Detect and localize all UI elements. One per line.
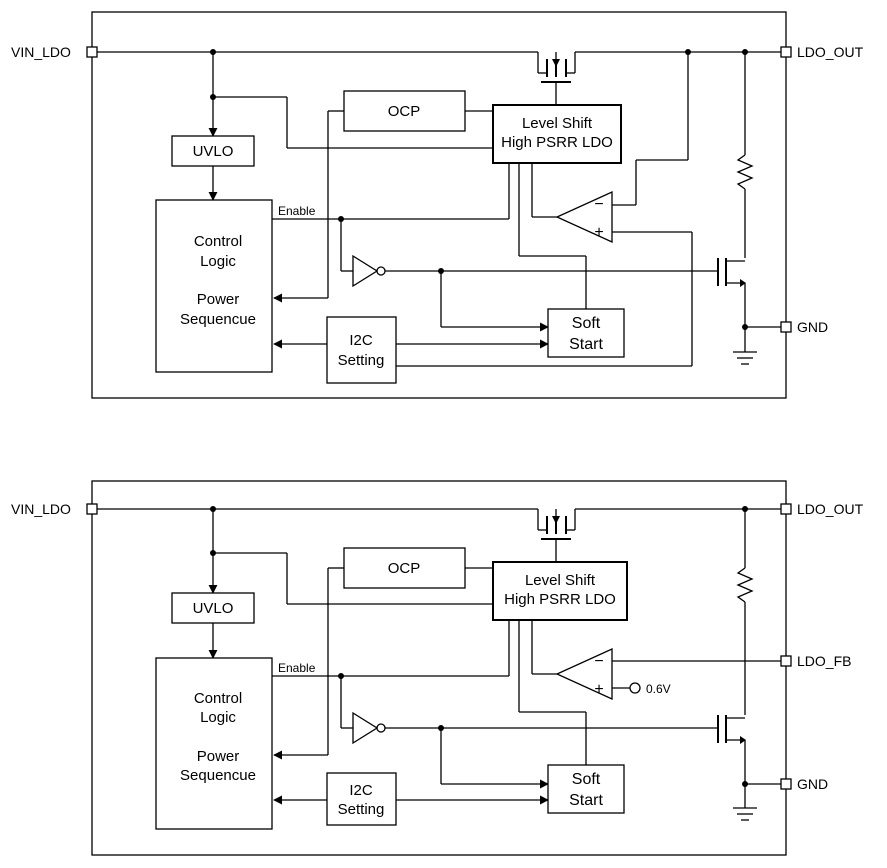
- bottom-fb-label: LDO_FB: [797, 653, 851, 669]
- bottom-nmos: [717, 715, 746, 744]
- bottom-uvlo-block: [171, 592, 255, 624]
- top-out-label: LDO_OUT: [797, 44, 864, 60]
- bottom-inverter: [352, 711, 386, 745]
- top-enable-label: Enable: [278, 204, 316, 218]
- top-error-amp: − +: [555, 190, 613, 244]
- bottom-pass-pmos: [537, 509, 576, 562]
- bottom-amp-minus: −: [594, 653, 603, 670]
- bottom-control-block: [155, 657, 273, 830]
- top-diagram: VIN_LDO LDO_OUT GND UV: [11, 11, 864, 399]
- top-i2c-block: [326, 316, 397, 384]
- bottom-amp-plus: +: [594, 681, 603, 698]
- bottom-level-shift-line2: High PSRR LDO: [504, 591, 616, 608]
- top-out-pin: [780, 46, 792, 58]
- top-vin-label: VIN_LDO: [11, 44, 71, 60]
- top-level-shift-line2: High PSRR LDO: [501, 134, 613, 151]
- top-resistor: [736, 154, 754, 190]
- top-ocp-block: [343, 90, 466, 132]
- bottom-gnd-pin: [780, 778, 792, 790]
- top-soft-start-line2: Start: [569, 336, 603, 353]
- bottom-soft-start-line2: Start: [569, 792, 603, 809]
- bottom-i2c-line2: Setting: [338, 801, 385, 818]
- top-vin-pin: [86, 46, 98, 58]
- bottom-frame: [91, 480, 787, 856]
- bottom-uvlo-label: UVLO: [193, 600, 234, 617]
- bottom-vref-label: 0.6V: [646, 682, 671, 696]
- bottom-diagram: VIN_LDO LDO_OUT LDO_FB GND: [11, 480, 864, 856]
- top-control-block: [155, 199, 273, 373]
- top-soft-start-line1: Soft: [572, 315, 601, 332]
- bottom-i2c-line1: I2C: [349, 782, 373, 799]
- bottom-control-line1: Control: [194, 690, 242, 707]
- bottom-control-line2: Logic: [200, 709, 236, 726]
- bottom-level-shift-block: [492, 561, 628, 621]
- bottom-level-shift-line1: Level Shift: [525, 572, 596, 589]
- top-pass-pmos: [537, 52, 576, 105]
- top-control-line2: Logic: [200, 253, 236, 270]
- top-control-line3: Power: [197, 291, 240, 308]
- top-soft-start-block: [547, 308, 625, 358]
- bottom-error-amp: − +: [555, 647, 613, 701]
- bottom-soft-start-block: [547, 764, 625, 814]
- top-uvlo-label: UVLO: [193, 143, 234, 160]
- top-nmos: [717, 258, 746, 287]
- bottom-ocp-label: OCP: [388, 560, 421, 577]
- bottom-control-line4: Sequencue: [180, 767, 256, 784]
- top-level-shift-line1: Level Shift: [522, 115, 593, 132]
- top-amp-plus: +: [594, 224, 603, 241]
- top-i2c-line1: I2C: [349, 332, 373, 349]
- top-level-shift-block: [492, 104, 622, 164]
- top-control-line1: Control: [194, 233, 242, 250]
- bottom-i2c-block: [326, 772, 397, 826]
- bottom-ocp-block: [343, 547, 466, 589]
- bottom-resistor: [736, 567, 754, 603]
- top-inverter: [352, 254, 386, 288]
- bottom-fb-pin: [780, 655, 792, 667]
- bottom-ground-symbol: [733, 807, 757, 821]
- top-frame: [91, 11, 787, 399]
- top-i2c-line2: Setting: [338, 352, 385, 369]
- top-ocp-label: OCP: [388, 103, 421, 120]
- bottom-vref-node: [629, 682, 641, 694]
- bottom-out-pin: [780, 503, 792, 515]
- bottom-vin-label: VIN_LDO: [11, 501, 71, 517]
- top-gnd-pin: [780, 321, 792, 333]
- bottom-vin-pin: [86, 503, 98, 515]
- top-control-line4: Sequencue: [180, 311, 256, 328]
- bottom-control-line3: Power: [197, 748, 240, 765]
- top-amp-minus: −: [594, 196, 603, 213]
- bottom-out-label: LDO_OUT: [797, 501, 864, 517]
- top-ground-symbol: [733, 351, 757, 365]
- bottom-gnd-label: GND: [797, 776, 828, 792]
- bottom-soft-start-line1: Soft: [572, 771, 601, 788]
- bottom-enable-label: Enable: [278, 661, 316, 675]
- top-gnd-label: GND: [797, 319, 828, 335]
